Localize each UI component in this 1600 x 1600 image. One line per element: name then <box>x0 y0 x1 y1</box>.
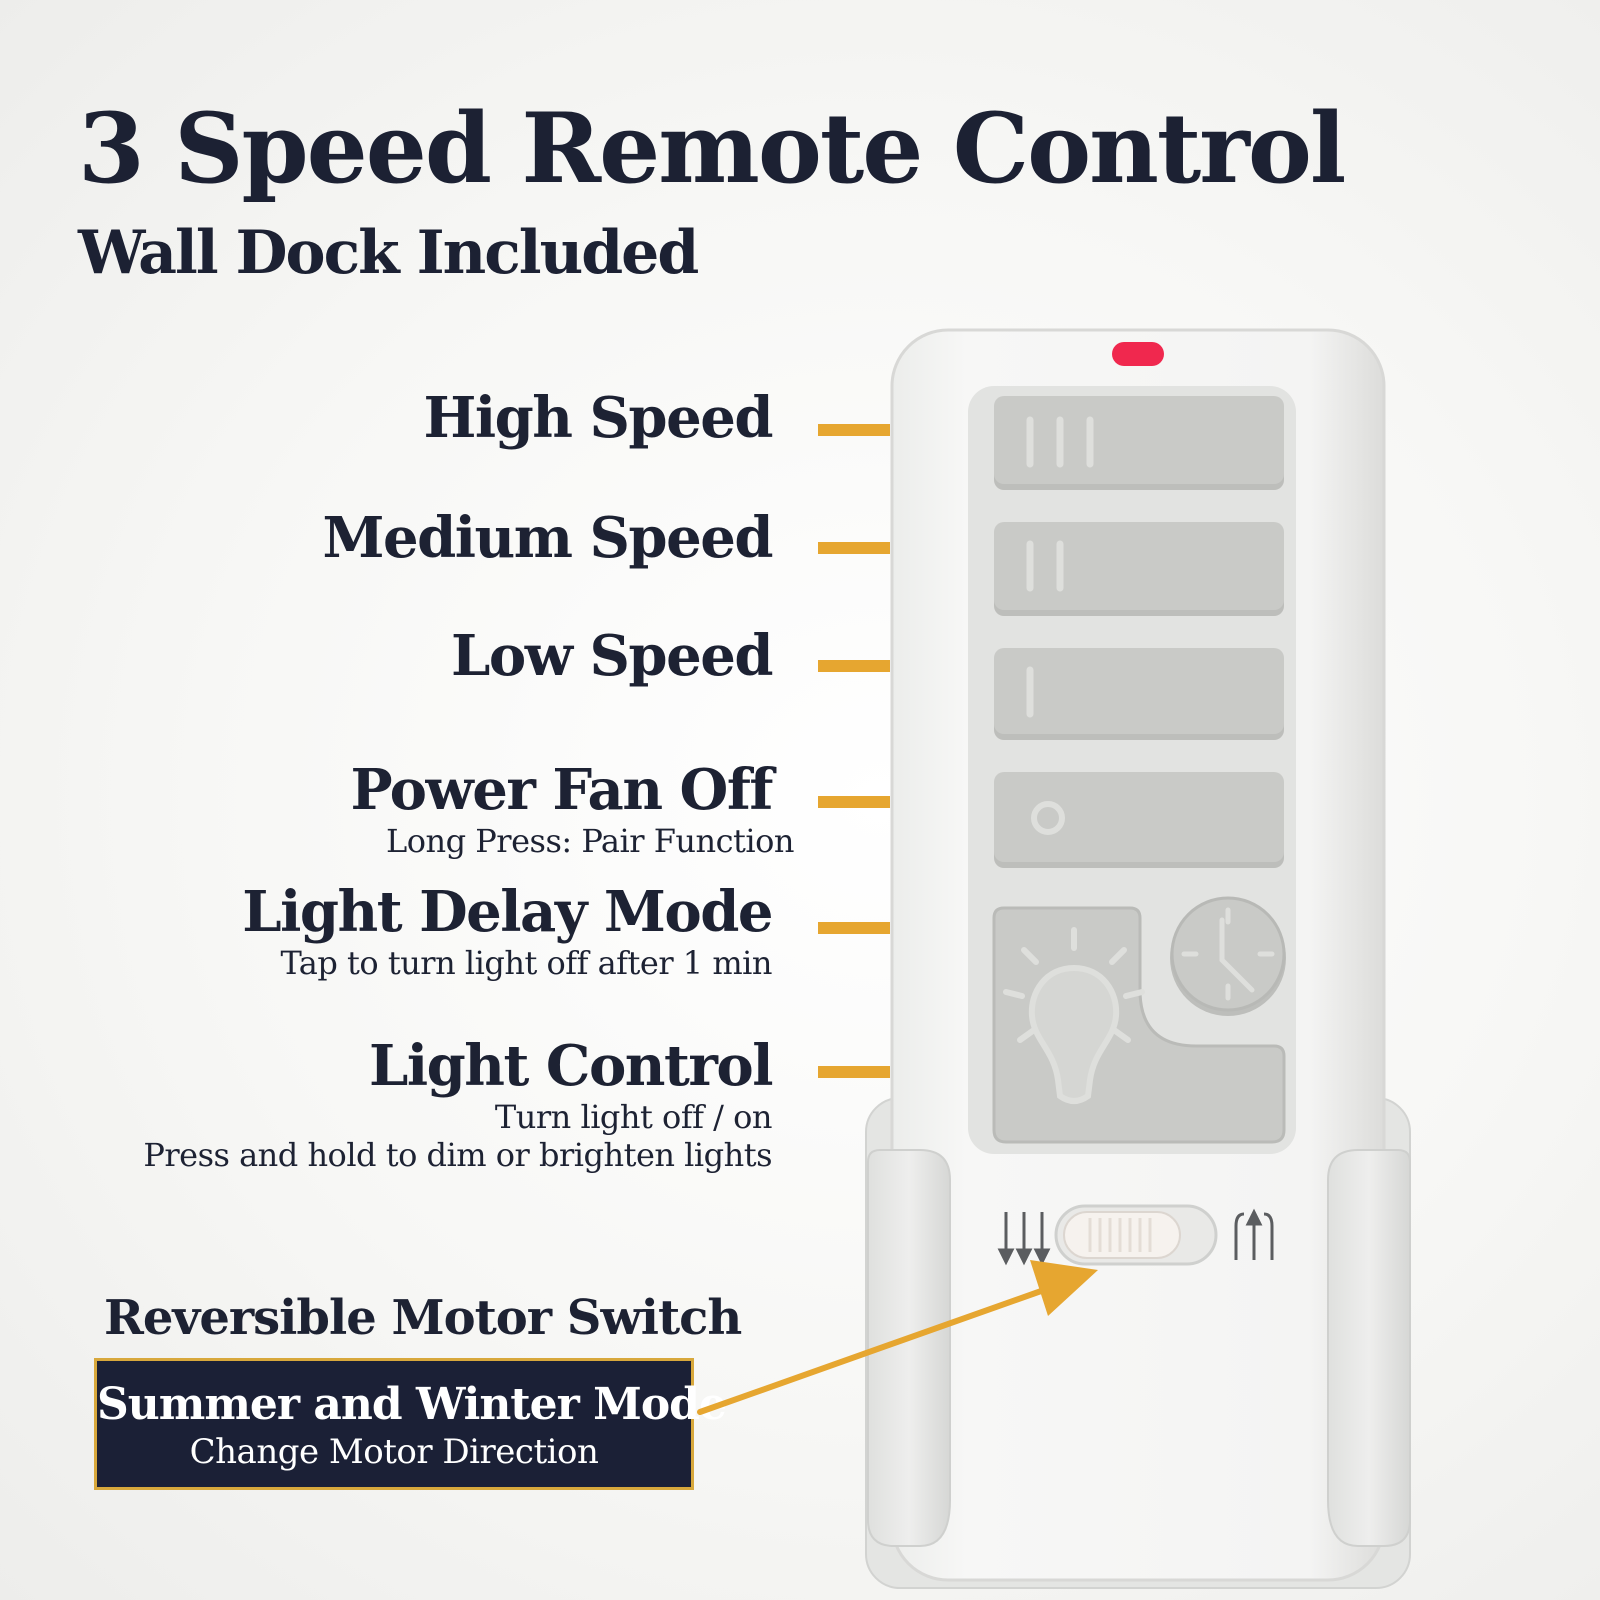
connector-power-fan-off <box>818 796 890 808</box>
connector-light-delay <box>818 922 890 934</box>
label-light-control: Light Control Turn light off / on Press … <box>143 1033 774 1174</box>
status-led <box>1112 342 1164 366</box>
wall-dock <box>865 1097 1411 1589</box>
label-power-fan-off: Power Fan Off Long Press: Pair Function <box>350 757 795 860</box>
medium-speed-button[interactable] <box>994 522 1284 616</box>
reversible-switch-title: Reversible Motor Switch <box>104 1290 742 1346</box>
reversible-motor-switch[interactable] <box>1054 1204 1218 1266</box>
two-bars-icon <box>1026 540 1064 592</box>
light-control-button[interactable] <box>992 906 1286 1144</box>
three-bars-icon <box>1026 416 1094 468</box>
mode-callout-subtitle: Change Motor Direction <box>189 1432 599 1472</box>
label-light-delay: Light Delay Mode Tap to turn light off a… <box>242 879 773 982</box>
connector-light-control <box>818 1066 890 1078</box>
label-low-speed: Low Speed <box>451 623 773 689</box>
connector-low-speed <box>818 660 890 672</box>
label-light-subtext-1: Turn light off / on <box>494 1097 773 1136</box>
label-high-speed: High Speed <box>423 385 773 451</box>
page-title: 3 Speed Remote Control <box>78 92 1346 205</box>
clock-icon <box>1181 907 1275 1001</box>
label-power-text: Power Fan Off <box>350 757 774 823</box>
connector-medium-speed <box>818 542 890 554</box>
mode-callout-title: Summer and Winter Mode <box>97 1379 727 1430</box>
label-medium-speed: Medium Speed <box>322 505 773 571</box>
switch-pointer-arrow <box>697 1260 1098 1415</box>
high-speed-button[interactable] <box>994 396 1284 490</box>
label-light-subtext-2: Press and hold to dim or brighten lights <box>143 1135 772 1174</box>
connector-high-speed <box>818 424 890 436</box>
low-speed-button[interactable] <box>994 648 1284 740</box>
up-arrows-icon <box>1234 1208 1274 1260</box>
label-high-speed-text: High Speed <box>423 385 773 451</box>
label-power-subtext: Long Press: Pair Function <box>385 821 795 860</box>
light-delay-button[interactable] <box>1170 896 1286 1016</box>
wall-dock-front <box>867 1149 1411 1547</box>
label-medium-speed-text: Medium Speed <box>322 505 773 571</box>
down-arrows-icon <box>997 1212 1051 1266</box>
label-delay-text: Light Delay Mode <box>242 879 773 945</box>
page-subtitle: Wall Dock Included <box>78 218 699 288</box>
remote-body <box>890 328 1386 1582</box>
power-fan-off-button[interactable] <box>994 772 1284 868</box>
label-light-text: Light Control <box>368 1033 774 1099</box>
label-delay-subtext: Tap to turn light off after 1 min <box>280 943 772 982</box>
off-circle-icon <box>1031 801 1065 835</box>
label-low-speed-text: Low Speed <box>451 623 773 689</box>
mode-callout-box: Summer and Winter Mode Change Motor Dire… <box>94 1358 727 1490</box>
light-bulb-icon <box>1003 927 1145 1104</box>
